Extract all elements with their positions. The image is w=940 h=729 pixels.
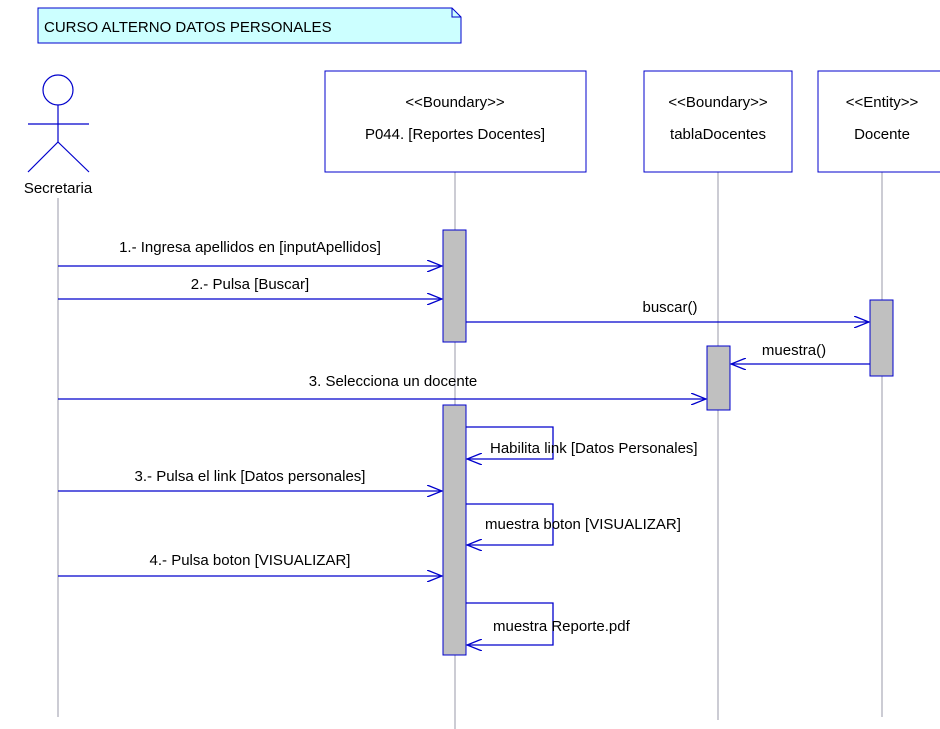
object-tabla-docentes: <<Boundary>> tablaDocentes — [643, 70, 793, 173]
message-label: 4.- Pulsa boton [VISUALIZAR] — [150, 552, 351, 569]
actor-right-leg — [57, 141, 90, 173]
actor-secretaria: Secretaria — [24, 74, 93, 197]
message-label: muestra() — [762, 342, 826, 359]
object-box — [817, 70, 940, 173]
activation-tabla — [706, 345, 731, 411]
actor-left-leg — [27, 141, 59, 173]
activation-docente — [869, 299, 894, 377]
message-label: muestra Reporte.pdf — [493, 618, 631, 635]
note-text: CURSO ALTERNO DATOS PERSONALES — [44, 19, 332, 36]
actor-name: Secretaria — [24, 180, 93, 197]
object-box — [324, 70, 587, 173]
activation-p044-1 — [442, 229, 467, 343]
object-docente: <<Entity>> Docente — [817, 70, 940, 173]
object-name: tablaDocentes — [670, 126, 766, 143]
diagram-note: CURSO ALTERNO DATOS PERSONALES — [37, 7, 462, 44]
message-labels: 1.- Ingresa apellidos en [inputApellidos… — [119, 239, 826, 635]
object-name: Docente — [854, 126, 910, 143]
actor-head — [42, 74, 74, 106]
messages — [58, 266, 870, 645]
message-label: buscar() — [642, 299, 697, 316]
message-label: 3. Selecciona un docente — [309, 373, 477, 390]
activation-p044-2 — [442, 404, 467, 656]
note-fold — [451, 8, 461, 18]
message-label: Habilita link [Datos Personales] — [490, 440, 698, 457]
object-stereotype: <<Boundary>> — [405, 94, 504, 111]
object-p044: <<Boundary>> P044. [Reportes Docentes] — [324, 70, 587, 173]
message-label: 1.- Ingresa apellidos en [inputApellidos… — [119, 239, 381, 256]
self-message-habilita — [466, 426, 554, 459]
object-stereotype: <<Entity>> — [846, 94, 919, 111]
object-name: P044. [Reportes Docentes] — [365, 126, 545, 143]
message-label: 2.- Pulsa [Buscar] — [191, 276, 309, 293]
object-box — [643, 70, 793, 173]
object-stereotype: <<Boundary>> — [668, 94, 767, 111]
activations — [442, 229, 894, 656]
self-message-reporte — [466, 602, 554, 645]
self-message-muestra-boton — [466, 503, 554, 545]
note-shape — [37, 7, 462, 44]
message-label: muestra boton [VISUALIZAR] — [485, 516, 681, 533]
message-label: 3.- Pulsa el link [Datos personales] — [135, 468, 366, 485]
